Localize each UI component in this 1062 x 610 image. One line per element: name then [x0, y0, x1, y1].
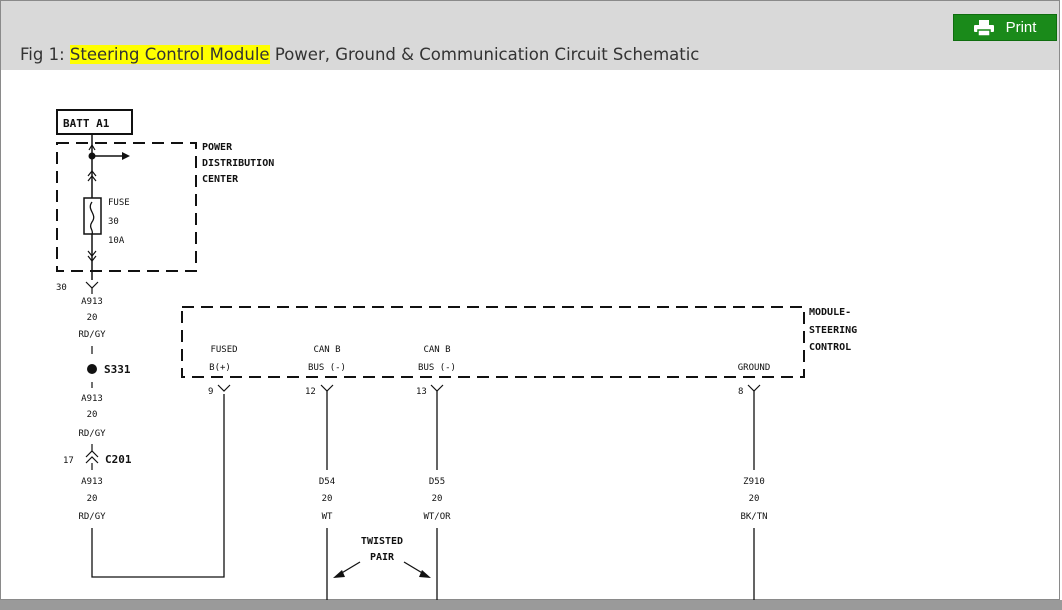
print-label: Print: [1005, 19, 1037, 36]
pdc-label-1: POWER: [202, 142, 233, 153]
module-label-2: STEERING: [809, 325, 857, 336]
schematic-polyline: [85, 456, 99, 464]
schematic-polyline: [320, 384, 334, 392]
caption-highlight: Steering Control Module: [69, 45, 270, 64]
schematic-polyline: [87, 255, 97, 262]
pin-12: 12: [305, 387, 316, 397]
figure-header: Fig 1: Steering Control Module Power, Gr…: [1, 1, 1059, 70]
schematic-polyline: [217, 384, 231, 392]
fused-label-1: FUSED: [210, 345, 237, 355]
printer-icon: [973, 19, 994, 36]
batt-label: BATT A1: [63, 117, 110, 130]
d55-gauge: 20: [432, 494, 443, 504]
pin-8: 8: [738, 387, 743, 397]
pdc-label-2: DISTRIBUTION: [202, 158, 274, 169]
wire2-gauge: 20: [87, 410, 98, 420]
schematic-diagram: BATT A1 POWER DISTRIBUTION CENTER FUSE 3…: [56, 109, 857, 600]
fused-label-2: B(+): [209, 363, 231, 373]
fuse-symbol: [83, 197, 102, 235]
d54-id: D54: [319, 477, 335, 487]
pin-30: 30: [56, 283, 67, 293]
fuse-label-1: FUSE: [108, 198, 130, 208]
schematic-polyline: [87, 170, 97, 177]
pin-13: 13: [416, 387, 427, 397]
schematic-polyline: [85, 281, 99, 289]
wire1-color: RD/GY: [78, 330, 106, 340]
connector-label: C201: [105, 453, 132, 466]
wire2-color: RD/GY: [78, 429, 106, 439]
splice-label: S331: [104, 363, 131, 376]
wire3-gauge: 20: [87, 494, 98, 504]
module-dashed-box: [181, 306, 805, 378]
wire1-gauge: 20: [87, 313, 98, 323]
z910-id: Z910: [743, 477, 765, 487]
module-label-1: MODULE-: [809, 307, 851, 318]
canb1-label-2: BUS (-): [308, 363, 346, 373]
z910-color: BK/TN: [740, 512, 767, 522]
module-label-3: CONTROL: [809, 342, 851, 353]
wire-a913: [91, 394, 225, 578]
canb1-label-1: CAN B: [313, 345, 340, 355]
schematic-polyline: [85, 450, 99, 458]
caption-rest: Power, Ground & Communication Circuit Sc…: [269, 45, 700, 64]
print-button[interactable]: Print: [953, 14, 1057, 41]
connector-pin: 17: [63, 456, 74, 466]
fuse-label-3: 10A: [108, 236, 125, 246]
schematic-path: [89, 201, 95, 235]
pdc-label-3: CENTER: [202, 174, 239, 185]
schematic-polyline: [430, 384, 444, 392]
schematic-polyline: [87, 250, 97, 257]
d54-color: WT: [322, 512, 333, 522]
figure-caption: Fig 1: Steering Control Module Power, Gr…: [20, 45, 699, 64]
twisted-label-1: TWISTED: [361, 536, 403, 547]
twisted-arrow-left: [333, 570, 345, 578]
wire3-id: A913: [81, 477, 103, 487]
d55-id: D55: [429, 477, 445, 487]
schematic-polyline: [87, 175, 97, 182]
z910-gauge: 20: [749, 494, 760, 504]
schematic-line: [339, 561, 361, 575]
wire2-id: A913: [81, 394, 103, 404]
wire1-id: A913: [81, 297, 103, 307]
bottom-scroll-bar[interactable]: [0, 600, 1062, 610]
splice-dot: [87, 364, 97, 374]
branch-arrow: [122, 152, 130, 160]
schematic-line: [403, 561, 425, 575]
schematic-polyline: [747, 384, 761, 392]
canb2-label-2: BUS (-): [418, 363, 456, 373]
wire3-color: RD/GY: [78, 512, 106, 522]
twisted-label-2: PAIR: [370, 552, 395, 563]
d55-color: WT/OR: [423, 512, 451, 522]
caption-prefix: Fig 1:: [20, 45, 70, 64]
d54-gauge: 20: [322, 494, 333, 504]
fuse-label-2: 30: [108, 217, 119, 227]
schematic-polyline: [88, 143, 96, 151]
batt-box: [56, 109, 133, 135]
canb2-label-1: CAN B: [423, 345, 450, 355]
twisted-arrow-right: [419, 570, 431, 578]
pin-9: 9: [208, 387, 213, 397]
ground-label: GROUND: [738, 363, 771, 373]
